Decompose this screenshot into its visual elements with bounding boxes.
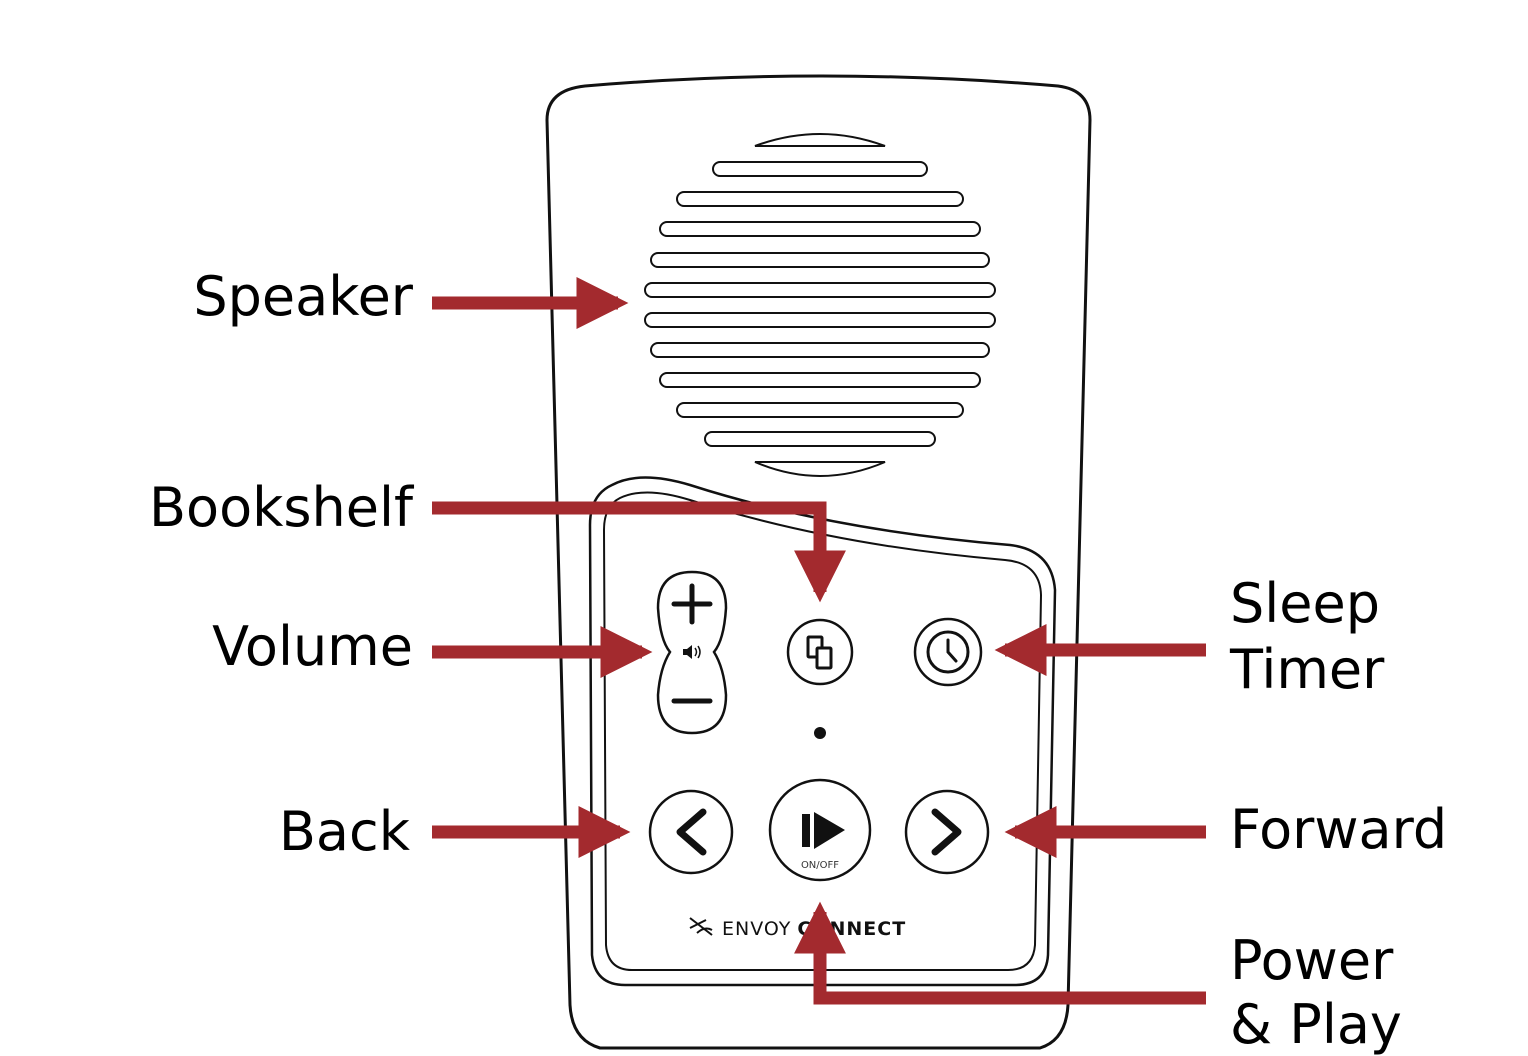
plus-icon (671, 583, 713, 625)
grille-slot (650, 342, 990, 358)
clock-hands (946, 638, 958, 663)
brand-light-text: ENVOY (722, 918, 791, 940)
callout-arrows (432, 277, 1206, 1005)
on-off-caption: ON/OFF (801, 860, 839, 871)
label-power-play-line2: & Play (1230, 993, 1402, 1056)
volume-rocker[interactable] (656, 570, 728, 735)
label-volume: Volume (212, 615, 413, 678)
chevron-right-icon (931, 808, 962, 856)
label-forward: Forward (1230, 798, 1448, 861)
grille-slot (676, 402, 964, 418)
label-sleep-timer-line2: Timer (1230, 638, 1385, 701)
indicator-light (814, 727, 826, 739)
power-play-button[interactable]: ON/OFF (768, 778, 872, 882)
grille-slot (644, 312, 996, 328)
play-pause-icon (802, 812, 845, 849)
bookshelf-arrow (432, 501, 846, 603)
grille-slot (644, 282, 996, 298)
grille-slot (659, 221, 981, 237)
grille-slot (650, 252, 990, 268)
back-button[interactable] (648, 789, 734, 875)
bookshelf-button[interactable] (786, 618, 854, 686)
label-power-play-line1: Power (1230, 929, 1394, 992)
label-sleep-timer-line1: Sleep (1230, 572, 1381, 635)
power-play-arrow (794, 901, 1206, 1005)
grille-slot (704, 431, 936, 447)
label-speaker: Speaker (193, 265, 413, 328)
grille-slot (676, 191, 964, 207)
grille-slot (712, 161, 928, 177)
control-panel-outer (588, 476, 1057, 987)
speaker-grille (644, 133, 996, 477)
forward-button[interactable] (904, 789, 990, 875)
grille-slot (659, 372, 981, 388)
bookshelf-icon (806, 635, 833, 670)
sleep-timer-button[interactable] (913, 617, 983, 687)
speaker-volume-icon (683, 645, 701, 659)
chevron-left-icon (676, 808, 707, 856)
grille-bottom-cap (754, 461, 886, 477)
grille-top-cap (754, 133, 886, 147)
label-bookshelf: Bookshelf (149, 476, 413, 539)
label-back: Back (278, 800, 410, 863)
antenna-logo-icon (689, 917, 713, 936)
